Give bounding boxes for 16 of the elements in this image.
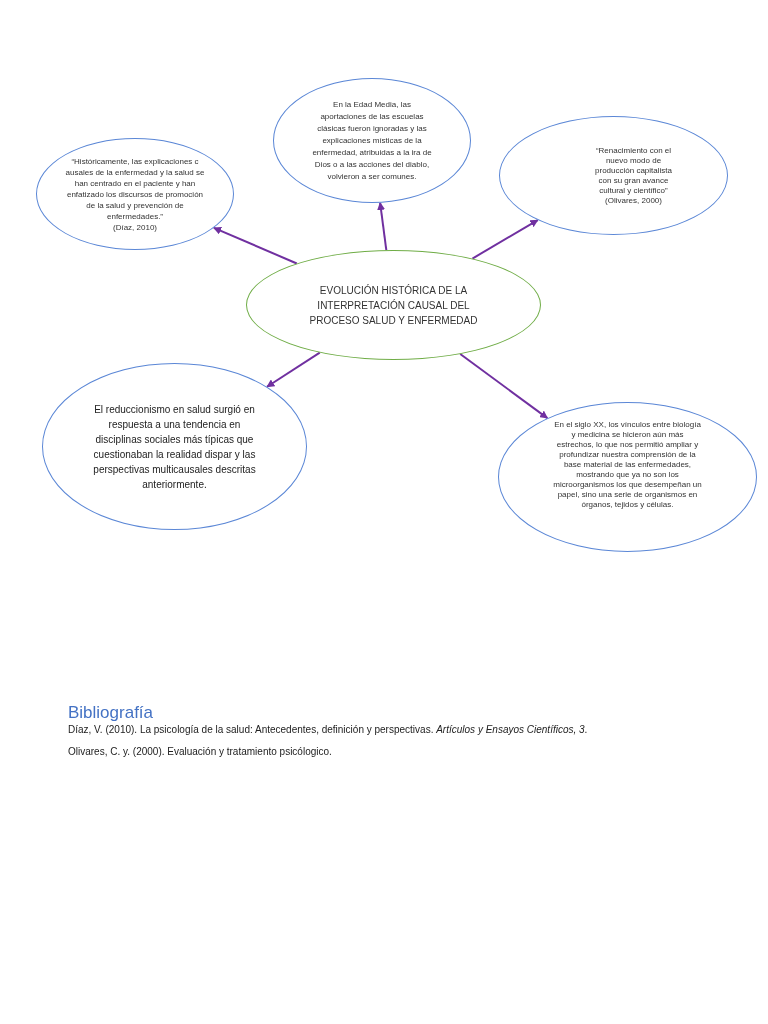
node-text: En el siglo XX, los vínculos entre biología y medicina se hicieron aún más estrechos, lo que nos permitió ampliar y profundizar nuestra comprensión de la base material de las enfermedades, mostrando que ya no son los microorganismos los que desempeñan un papel, sino una serie de organismos en órganos, tejidos y células.: [552, 420, 703, 511]
arrow: [212, 226, 298, 265]
reference-text: Olivares, C. y. (2000). Evaluación y tratamiento psicólogico.: [68, 745, 332, 759]
node-text: “Históricamente, las explicaciones c ausales de la enfermedad y la salud se han centrado en el paciente y han enfatizado los discursos de promoción de la salud y prevención de enfermedades.”: [65, 155, 205, 222]
reference-text: Díaz, V. (2010). La psicología de la salud: Antecedentes, definición y perspectivas. Artículos y Ensayos Científicos, 3.: [68, 723, 588, 737]
node-text: “Renacimiento con el nuevo modo de producción capitalista con su gran avance cultural y científico”: [594, 145, 673, 196]
citation-text: (Olivares, 2000): [604, 195, 663, 206]
section-heading: Bibliografía: [68, 702, 154, 724]
arrow: [471, 219, 539, 260]
arrow: [459, 353, 549, 420]
node-text: El reduccionismo en salud surgió en respuesta a una tendencia en disciplinas sociales más típicas que cuestionaban la realidad dispar y las perspectivas multicausales descritas anteriormente.: [92, 402, 257, 492]
node-text: EVOLUCIÓN HISTÓRICA DE LA INTERPRETACIÓN CAUSAL DEL PROCESO SALUD Y ENFERMEDAD: [308, 283, 479, 328]
arrow: [377, 201, 388, 252]
arrow: [266, 351, 321, 388]
citation-text: (Díaz, 2010): [112, 221, 158, 233]
node-text: En la Edad Media, las aportaciones de las escuelas clásicas fueron ignoradas y las explicaciones místicas de la enfermedad, atribuidas a la ira de Dios o a las acciones del diablo, volvieron a ser comunes.: [312, 98, 432, 183]
